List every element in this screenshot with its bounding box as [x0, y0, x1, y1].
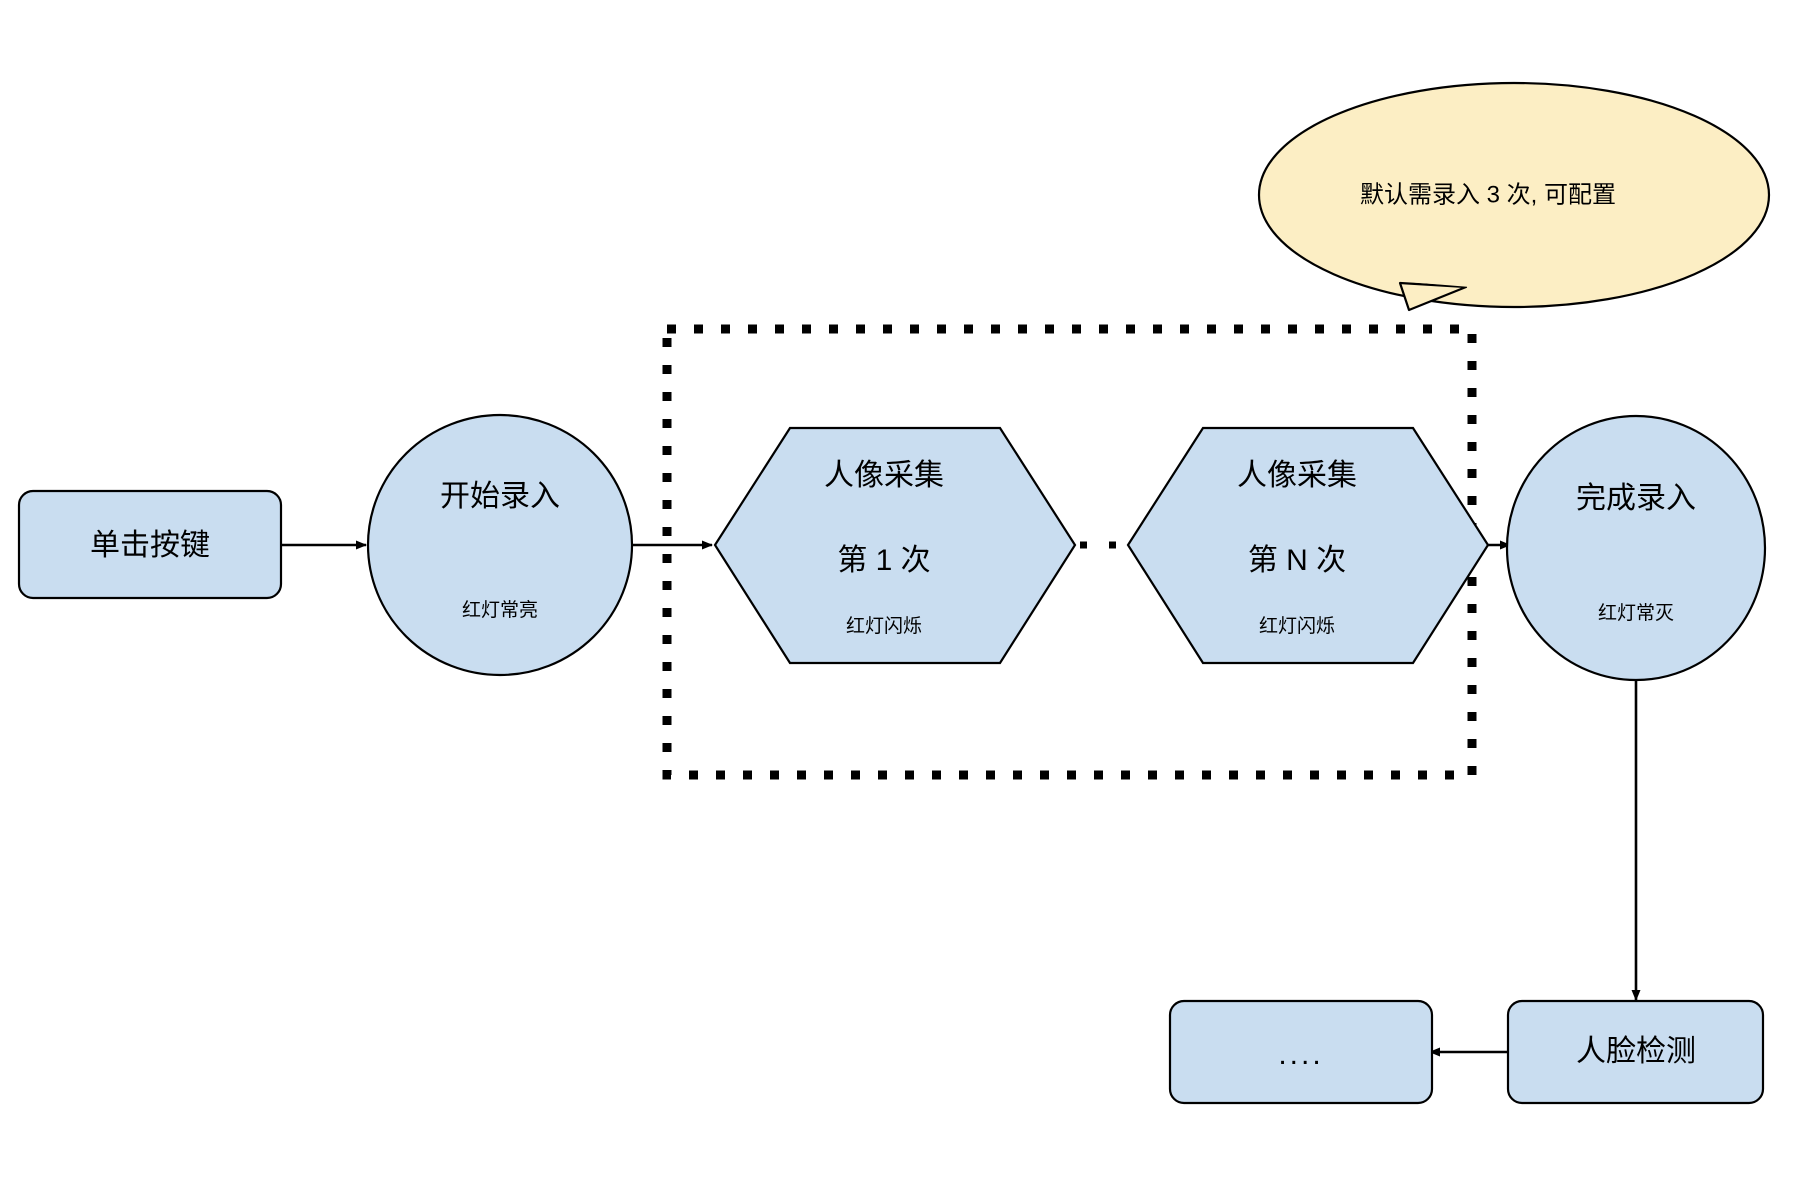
node-capture-nth-label: 人像采集 [1237, 459, 1357, 492]
node-more-steps[interactable]: .... [1168, 999, 1434, 1105]
node-face-detect[interactable]: 人脸检测 [1506, 999, 1765, 1105]
node-capture-nth-shape [1126, 426, 1490, 665]
node-face-detect-shape [1506, 999, 1765, 1105]
node-finish-enroll-shape [1505, 414, 1767, 682]
note-callout[interactable]: 默认需录入 3 次, 可配置 [1257, 81, 1771, 312]
node-capture-nth[interactable]: 人像采集 第 N 次 红灯闪烁 [1126, 426, 1490, 665]
node-capture-first-label2: 第 1 次 [837, 544, 930, 577]
node-start-enroll-label: 开始录入 [440, 480, 560, 513]
node-click-key-label: 单击按键 [90, 529, 210, 562]
note-callout-text: 默认需录入 3 次, 可配置 [1360, 181, 1616, 208]
note-callout-tail [1398, 281, 1468, 312]
node-capture-nth-label2: 第 N 次 [1248, 544, 1346, 577]
node-capture-first-label: 人像采集 [824, 459, 944, 492]
node-start-enroll[interactable]: 开始录入 红灯常亮 [366, 413, 634, 677]
node-start-enroll-sublabel: 红灯常亮 [462, 599, 538, 621]
node-capture-first[interactable]: 人像采集 第 1 次 红灯闪烁 [713, 426, 1077, 665]
node-capture-nth-sublabel: 红灯闪烁 [1259, 615, 1335, 637]
node-finish-enroll-sublabel: 红灯常灭 [1598, 602, 1674, 624]
note-callout-ellipse [1257, 81, 1771, 309]
node-more-steps-shape [1168, 999, 1434, 1105]
node-finish-enroll-label: 完成录入 [1576, 482, 1696, 515]
node-finish-enroll[interactable]: 完成录入 红灯常灭 [1505, 414, 1767, 682]
node-click-key-shape [17, 489, 283, 600]
node-more-steps-label: .... [1278, 1038, 1323, 1071]
node-click-key[interactable]: 单击按键 [17, 489, 283, 600]
node-start-enroll-shape [366, 413, 634, 677]
note-callout-tail-seam [1396, 274, 1470, 287]
node-capture-first-shape [713, 426, 1077, 665]
node-capture-first-sublabel: 红灯闪烁 [846, 615, 922, 637]
node-face-detect-label: 人脸检测 [1576, 1035, 1696, 1068]
